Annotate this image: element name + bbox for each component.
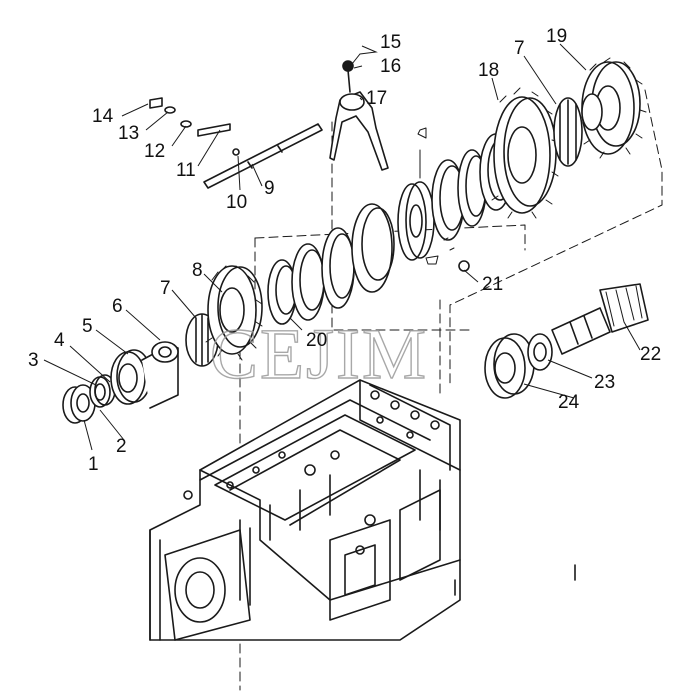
callout-13: 13 <box>118 123 139 144</box>
callout-1: 1 <box>88 454 99 475</box>
callout-5: 5 <box>82 316 93 337</box>
callout-23: 23 <box>594 372 615 393</box>
callout-10: 10 <box>226 192 247 213</box>
callout-7-right: 7 <box>514 38 525 59</box>
upper-right-gears <box>491 57 647 219</box>
callout-12: 12 <box>144 141 165 162</box>
callout-11: 11 <box>176 160 196 181</box>
callout-9: 9 <box>264 178 275 199</box>
watermark: CEJIM <box>210 314 428 394</box>
callout-22: 22 <box>640 344 661 365</box>
callout-8: 8 <box>192 260 203 281</box>
callout-labels: 1 2 3 4 5 6 7 8 9 10 11 12 13 14 15 16 1… <box>28 26 661 475</box>
callout-20: 20 <box>306 330 327 351</box>
gear-and-needle-bearing <box>185 265 263 367</box>
callout-4: 4 <box>54 330 65 351</box>
callout-24: 24 <box>558 392 580 413</box>
callout-14: 14 <box>92 106 114 127</box>
transmission-housing <box>149 379 576 641</box>
callout-21: 21 <box>482 274 503 295</box>
callout-17: 17 <box>366 88 387 109</box>
callout-6: 6 <box>112 296 123 317</box>
callout-2: 2 <box>116 436 127 457</box>
front-cover-assembly <box>62 341 179 424</box>
callout-3: 3 <box>28 350 39 371</box>
callout-16: 16 <box>380 56 401 77</box>
callout-15: 15 <box>380 32 401 53</box>
callout-18: 18 <box>478 60 499 81</box>
clutch-pack <box>267 127 513 325</box>
leader-lines <box>43 43 641 451</box>
shift-rod-and-fork <box>149 60 389 189</box>
callout-7-left: 7 <box>160 278 171 299</box>
output-shaft-assembly <box>484 283 649 399</box>
callout-19: 19 <box>546 26 567 47</box>
